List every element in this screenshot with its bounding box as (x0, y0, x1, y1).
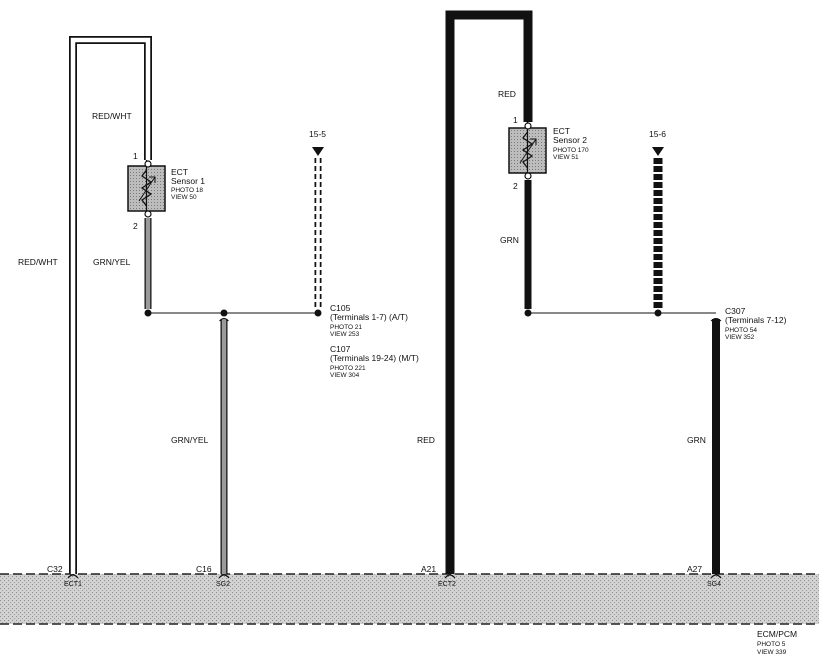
label-grn-lower: GRN (687, 435, 706, 445)
sensor1-view: VIEW 50 (171, 194, 197, 201)
terminal-pins (67, 574, 722, 579)
label-grn-yel-upper: GRN/YEL (93, 257, 131, 267)
c107-terminals: (Terminals 19-24) (M/T) (330, 353, 419, 363)
thermistor-icon (519, 122, 537, 179)
sensor1-photo: PHOTO 18 (171, 187, 203, 194)
terminal-ect2: ECT2 (438, 581, 456, 588)
sensor1-pin1: 1 (133, 151, 138, 161)
c107-view: VIEW 304 (330, 372, 360, 379)
ect-sensor-1 (127, 160, 166, 218)
junction-dot (144, 309, 152, 317)
sensor1-name: ECT (171, 167, 188, 177)
junction-dot (524, 309, 532, 317)
c105-view: VIEW 253 (330, 331, 360, 338)
terminal-c16: C16 (196, 564, 212, 574)
module-photo: PHOTO 5 (757, 641, 786, 648)
c105-name: C105 (330, 303, 351, 313)
terminal-sg2: SG2 (216, 581, 230, 588)
c107-photo: PHOTO 221 (330, 365, 366, 372)
sensor2-pin2: 2 (513, 181, 518, 191)
label-red-wht-top: RED/WHT (92, 111, 132, 121)
module-name: ECM/PCM (757, 629, 797, 639)
sensor2-sub: Sensor 2 (553, 135, 587, 145)
junction-dot (220, 309, 228, 317)
c307-name: C307 (725, 306, 746, 316)
terminal-a27: A27 (687, 564, 702, 574)
shield-wire-2 (652, 147, 664, 309)
label-red-upper: RED (498, 89, 516, 99)
arrow-down-icon (312, 147, 324, 156)
ecm-pcm-module (0, 573, 819, 625)
arrow-down-icon (652, 147, 664, 156)
label-red-wht-left: RED/WHT (18, 257, 58, 267)
sensor2-pin1: 1 (513, 115, 518, 125)
terminal-ect1: ECT1 (64, 581, 82, 588)
thermistor-icon (138, 160, 156, 217)
wire-grn-lower (710, 318, 722, 574)
sensor2-photo: PHOTO 170 (553, 147, 589, 154)
ect-sensor-2 (508, 122, 547, 180)
terminal-a21: A21 (421, 564, 436, 574)
wire-red-wht (69, 36, 152, 574)
junction-dot (654, 309, 662, 317)
shield-wire-1 (312, 147, 324, 309)
c107-name: C107 (330, 344, 351, 354)
wire-grn-yel-lower (219, 318, 229, 574)
c307-view: VIEW 352 (725, 334, 755, 341)
sensor1-sub: Sensor 1 (171, 176, 205, 186)
label-grn-upper: GRN (500, 235, 519, 245)
c105-photo: PHOTO 21 (330, 324, 362, 331)
terminal-c32: C32 (47, 564, 63, 574)
wire-red (445, 10, 533, 574)
c307-terminals: (Terminals 7-12) (725, 315, 787, 325)
ref-15-6: 15-6 (649, 129, 666, 139)
sensor1-pin2: 2 (133, 221, 138, 231)
sensor2-view: VIEW 51 (553, 154, 579, 161)
terminal-sg4: SG4 (707, 581, 721, 588)
label-red-lower: RED (417, 435, 435, 445)
label-grn-yel-lower: GRN/YEL (171, 435, 209, 445)
c307-photo: PHOTO 54 (725, 327, 757, 334)
c105-terminals: (Terminals 1-7) (A/T) (330, 312, 408, 322)
module-view: VIEW 339 (757, 649, 787, 656)
junction-dot (314, 309, 322, 317)
ref-15-5: 15-5 (309, 129, 326, 139)
sensor2-name: ECT (553, 126, 570, 136)
